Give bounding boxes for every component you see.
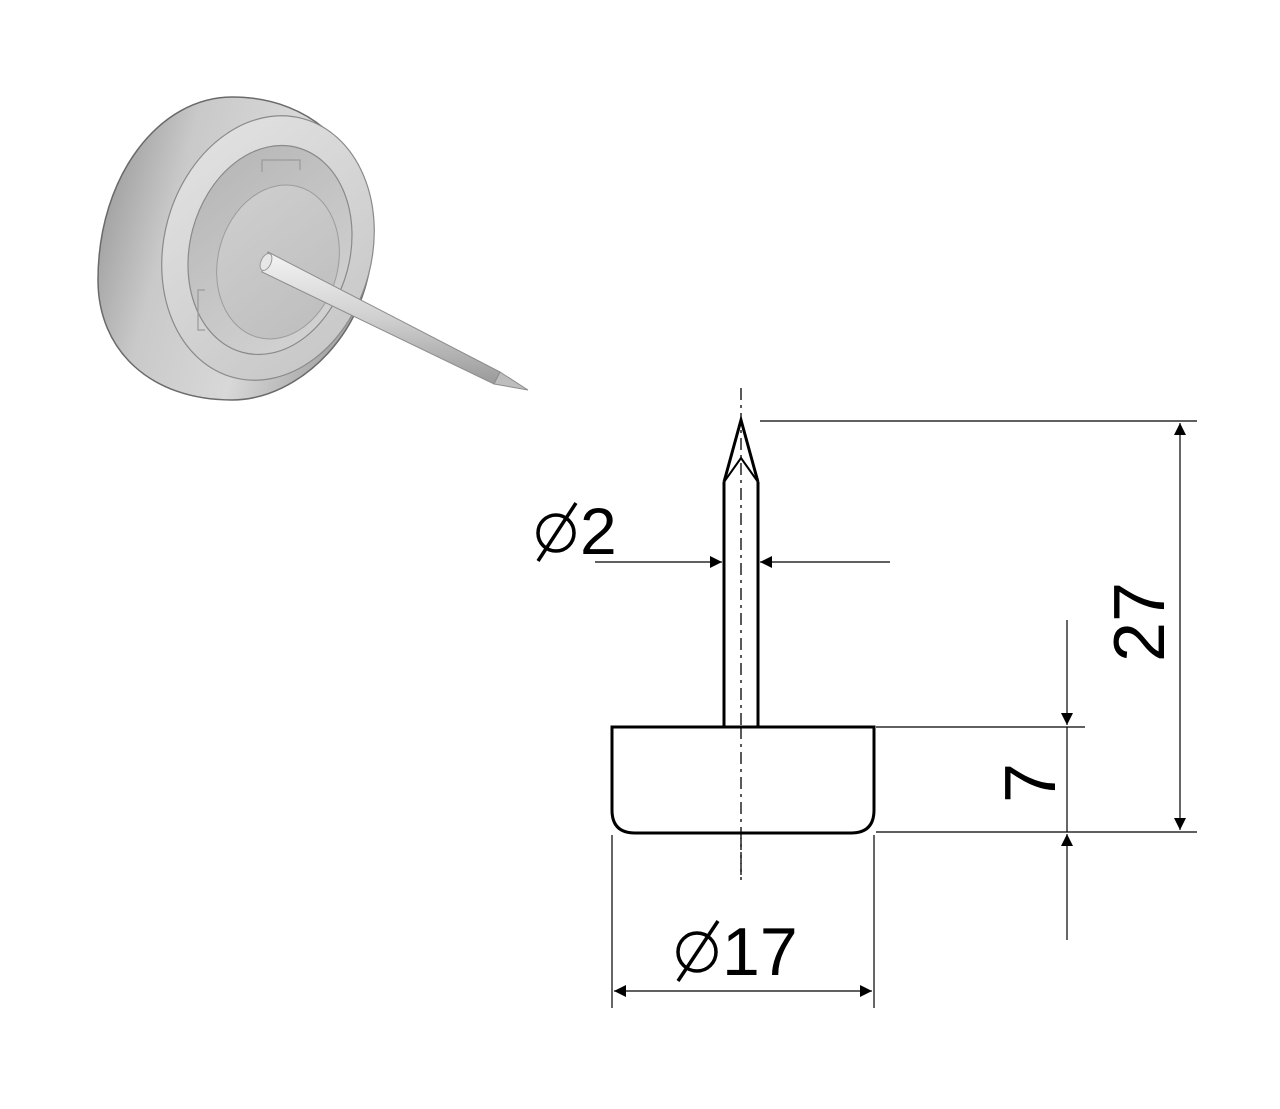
diameter-symbol-icon <box>676 931 718 973</box>
pin-tip <box>722 414 760 483</box>
diameter-slash <box>676 920 720 982</box>
glide-nail-tip <box>493 371 529 391</box>
label-base-diameter: 17 <box>676 914 798 990</box>
glide-notch-left <box>197 289 205 331</box>
base-height-value: 7 <box>991 763 1071 803</box>
base-diameter-value: 17 <box>722 914 798 990</box>
glide-nail-end <box>259 253 273 271</box>
side-view-drawing <box>595 388 1197 1008</box>
diameter-symbol-icon <box>536 513 576 553</box>
glide-3d-render <box>97 96 529 401</box>
pin-diameter-value: 2 <box>580 494 617 568</box>
glide-notch-top <box>261 159 301 172</box>
diameter-slash <box>536 502 578 562</box>
label-pin-diameter: 2 <box>536 494 617 568</box>
total-length-value: 27 <box>1100 582 1180 662</box>
pin-tip-facets <box>723 456 759 483</box>
base-outline <box>610 725 876 835</box>
